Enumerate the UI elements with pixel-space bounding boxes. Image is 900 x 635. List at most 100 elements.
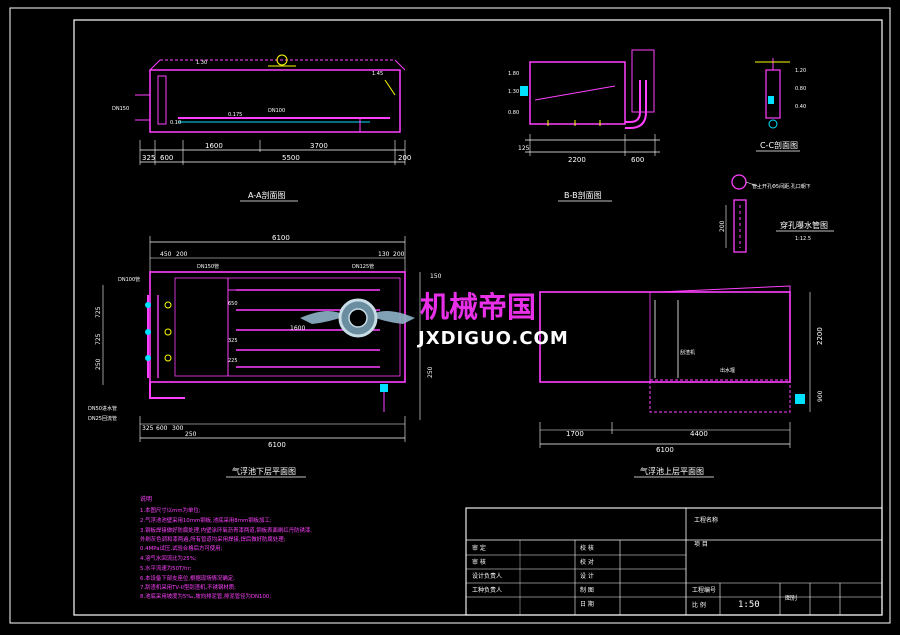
dimension-text: 200 (398, 154, 411, 162)
note-line: 8.池底采用坡度为5‰,坡向排泥管,排泥管径为DN100; (140, 592, 271, 600)
dimension-text: 1700 (566, 430, 584, 438)
pipe-label: DN150 (112, 106, 129, 112)
elev-label: 0.80 (508, 110, 519, 116)
dimension-text: 450 (160, 251, 172, 258)
pipe-label: DN100管 (118, 276, 140, 283)
dimension-text: 250 (95, 358, 102, 370)
dimension-text: 125 (518, 145, 530, 152)
dimension-text: 725 (95, 333, 102, 345)
note-line: 4.溶气水回流比为25%; (140, 554, 197, 562)
tank-outline-aa (149, 69, 401, 133)
dimension-text: 325 (228, 338, 238, 344)
note-line: 0.4MPa试压,试验合格后方可使用; (140, 544, 223, 552)
tb-row-mid: 制 图 (580, 586, 594, 594)
elev-label: 1.20 (795, 68, 806, 74)
detail-pipe-view: 管上开孔Φ5间距,孔口朝下 200 穿孔曝水管图 1:12.5 (719, 174, 834, 253)
valve-icon (520, 86, 528, 96)
component-label: 出水堰 (720, 367, 735, 374)
view-title: A-A剖面图 (248, 190, 285, 200)
dimension-text: 600 (156, 425, 168, 432)
dimension-text: 200 (719, 220, 726, 232)
tb-row-left: 审 定 (472, 544, 486, 552)
dimension-text: 225 (228, 358, 238, 364)
collector-box (649, 379, 791, 413)
dimension-text: 600 (631, 156, 644, 164)
elev-label: 1.30 (508, 89, 519, 95)
scale-value: 1:50 (738, 600, 760, 610)
elev-label: 0.80 (795, 86, 806, 92)
wing-right-icon (370, 310, 415, 324)
plan-lower-view: 6100 450 200 130 200 150 1600 650 325 22… (88, 234, 442, 478)
pipe-end-circle (731, 174, 747, 190)
note-line: 外刷灰色调和漆两遍,所有管道均采用焊接,焊后做好防腐处理; (140, 535, 286, 543)
pipe-section (765, 69, 781, 119)
elev-label: 0.175 (228, 112, 242, 118)
dimension-text: 6100 (272, 234, 290, 242)
dimension-text: 6100 (268, 441, 286, 449)
watermark-en: JXDIGUO.COM (416, 328, 569, 349)
tb-row-mid: 校 对 (580, 558, 594, 566)
view-title: 气浮池下层平面图 (232, 466, 296, 476)
tank-outline-bb (529, 61, 626, 125)
pipe-elevation (733, 199, 747, 253)
elev-label: 1.80 (508, 71, 519, 77)
plan-upper-view: 出水堰 刮渣机 2200 900 1700 4400 6100 气浮池上层平面图 (539, 285, 824, 478)
dimension-text: 900 (817, 390, 824, 402)
tb-row-mid: 设 计 (580, 572, 594, 580)
elev-label: 0.40 (795, 104, 806, 110)
notes-heading: 说明 (140, 495, 152, 503)
view-title: 气浮池上层平面图 (640, 466, 704, 476)
note-line: 3.钢板焊接做好防腐处理,内壁涂环氧沥青漆两道,钢板表面刷红丹防锈漆, (140, 526, 312, 534)
note-line: 7.刮渣机采用TV-II型刮渣机,不锈钢材质; (140, 583, 236, 591)
pipe-label: DN25回流管 (88, 415, 117, 422)
dimension-text: 650 (228, 301, 238, 307)
view-title: C-C剖面图 (760, 140, 798, 150)
dimension-text: 1600 (290, 325, 305, 332)
elev-label: 1.45 (372, 71, 383, 77)
tb-row-left: 设计负责人 (472, 572, 502, 580)
elev-label: 1.30 (196, 60, 207, 66)
dimension-text: 250 (185, 431, 197, 438)
detail-note: 管上开孔Φ5间距,孔口朝下 (752, 183, 811, 190)
component-label: 刮渣机 (680, 349, 695, 356)
view-title: 穿孔曝水管图 (780, 220, 828, 230)
pipe-label: DN125管 (352, 263, 374, 270)
scale-note: 1:12.5 (795, 236, 811, 242)
section-cc-view: 1.20 0.80 0.40 C-C剖面图 (755, 58, 806, 152)
note-line: 1.本图尺寸以mm为单位; (140, 506, 201, 514)
scraper-wheel (276, 54, 288, 66)
dimension-text: 2200 (568, 156, 586, 164)
note-line: 5.水平流速为50T/hr; (140, 564, 192, 572)
tb-row-left: 审 核 (472, 558, 486, 566)
dimension-text: 4400 (690, 430, 708, 438)
dimension-text: 250 (427, 366, 434, 378)
watermark-logo: 机械帝国 JXDIGUO.COM (300, 290, 569, 349)
drawing-no-label: 工程编号 (692, 586, 716, 594)
section-aa-view: 1.30 0.10 0.175 1.45 DN150 DN100 325 600… (112, 54, 411, 202)
dimension-text: 5500 (282, 154, 300, 162)
watermark-cn: 机械帝国 (420, 290, 536, 324)
dimension-text: 325 (142, 154, 155, 162)
dimension-text: 325 (142, 425, 154, 432)
tank-outline-plan (149, 271, 406, 383)
notes-block: 说明 1.本图尺寸以mm为单位; 2.气浮池池壁采用10mm钢板,池底采用8mm… (140, 495, 312, 600)
tb-row-mid: 日 期 (580, 600, 594, 608)
pipe-label: DN100 (268, 108, 285, 114)
project-label: 工程名称 (694, 516, 718, 524)
pipe-label: DN150管 (197, 263, 219, 270)
outer-frame (9, 7, 891, 624)
wing-left-icon (300, 310, 345, 324)
dimension-text: 200 (176, 251, 188, 258)
dimension-text: 200 (393, 251, 405, 258)
dimension-text: 150 (430, 273, 442, 280)
title-block: 工程名称 项 目 审 定 校 核 审 核 校 对 设计负责人 设 计 工种负责人… (465, 507, 883, 616)
note-line: 2.气浮池池壁采用10mm钢板,池底采用8mm钢板加工; (140, 516, 272, 524)
dimension-text: 6100 (656, 446, 674, 454)
sheet-label: 图别 (785, 594, 797, 602)
view-title: B-B剖面图 (564, 190, 602, 200)
dimension-text: 600 (160, 154, 173, 162)
tank-outline-upper (539, 291, 791, 383)
elev-label: 0.10 (170, 120, 181, 126)
